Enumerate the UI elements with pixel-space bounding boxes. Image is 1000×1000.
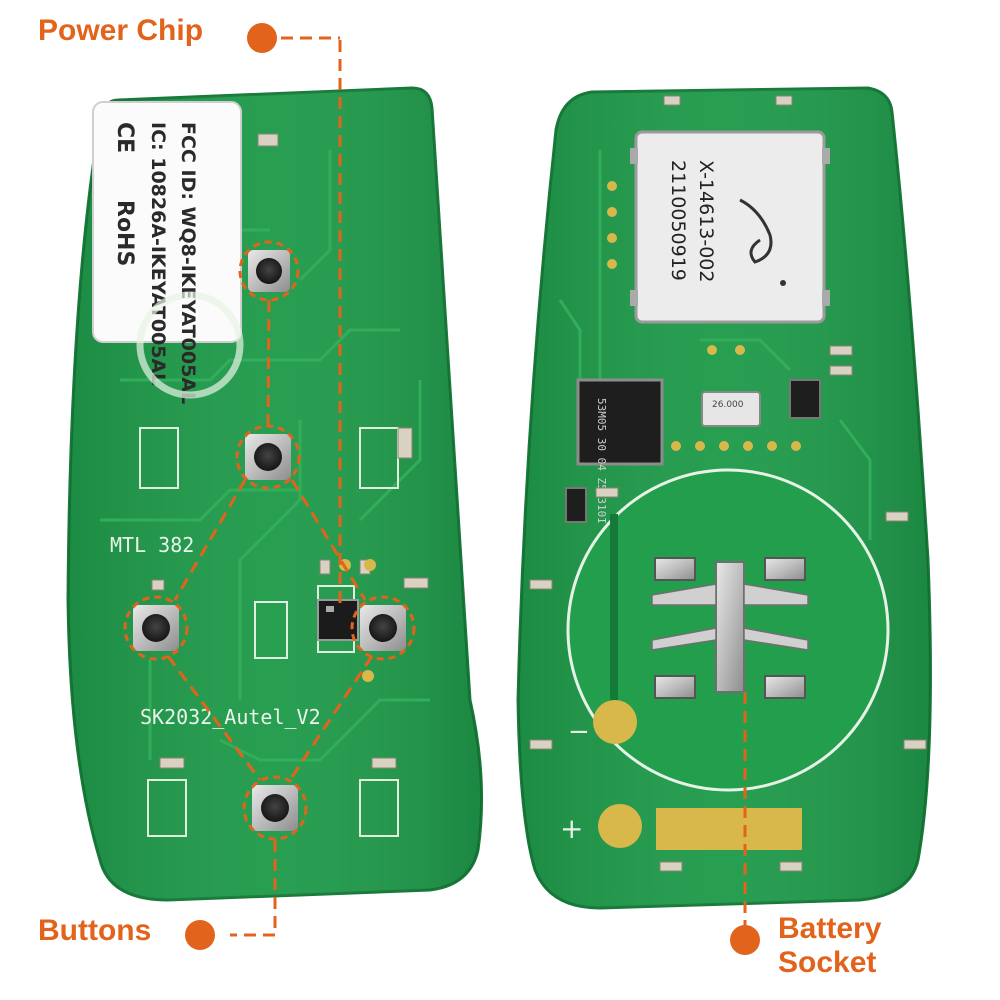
sticker-fcc-id: FCC ID: WQ8-IKEYAT005AL bbox=[177, 122, 199, 404]
key-button-icon bbox=[133, 605, 179, 651]
key-button-icon bbox=[252, 785, 298, 831]
battery-socket: − bbox=[566, 468, 890, 792]
module-part-number: X-14613-002 bbox=[695, 160, 717, 283]
silk-mtl-label: MTL 382 bbox=[110, 533, 194, 557]
key-button-icon bbox=[360, 605, 406, 651]
battery-contact-icon bbox=[651, 557, 809, 699]
silk-model-label: SK2032_Autel_V2 bbox=[140, 705, 321, 729]
sticker-ic-number: IC: 10826A-IKEYAT005AL bbox=[147, 122, 169, 385]
right-pcb-board: X-14613-002 2110050919 53M05 30 04 Z5731… bbox=[516, 86, 932, 925]
callout-dot-icon bbox=[247, 23, 277, 53]
battery-callout-line1: Battery bbox=[778, 912, 882, 945]
sticker-ce-mark: CE bbox=[112, 122, 137, 153]
callout-dot-icon bbox=[730, 925, 760, 955]
battery-callout-line2: Socket bbox=[778, 946, 877, 979]
crystal-frequency: 26.000 bbox=[712, 400, 744, 410]
key-button-icon bbox=[248, 250, 290, 292]
sticker-rohs-mark: RoHS bbox=[112, 200, 137, 266]
module-serial: 2110050919 bbox=[667, 160, 689, 281]
fcc-sticker: FCC ID: WQ8-IKEYAT005AL IC: 10826A-IKEYA… bbox=[92, 101, 242, 404]
crystal-oscillator: 26.000 bbox=[701, 391, 761, 427]
key-button-icon bbox=[245, 434, 291, 480]
callout-dot-icon bbox=[185, 920, 215, 950]
left-pcb-board: FCC ID: WQ8-IKEYAT005AL IC: 10826A-IKEYA… bbox=[66, 36, 484, 937]
power-chip-callout: Power Chip bbox=[38, 14, 204, 47]
battery-socket-callout: Battery Socket bbox=[778, 912, 881, 980]
button-connector-lines bbox=[166, 36, 374, 937]
buttons-callout: Buttons bbox=[38, 914, 152, 947]
minus-terminal-label: − bbox=[568, 717, 590, 747]
rf-module: X-14613-002 2110050919 bbox=[630, 130, 830, 324]
power-chip bbox=[317, 599, 359, 641]
button-highlight-rings bbox=[123, 240, 416, 841]
plus-terminal-label: + bbox=[560, 812, 583, 845]
chip-icon: 53M05 30 04 Z57310I bbox=[576, 378, 664, 524]
chip-marking: 53M05 30 04 Z57310I bbox=[595, 398, 608, 524]
